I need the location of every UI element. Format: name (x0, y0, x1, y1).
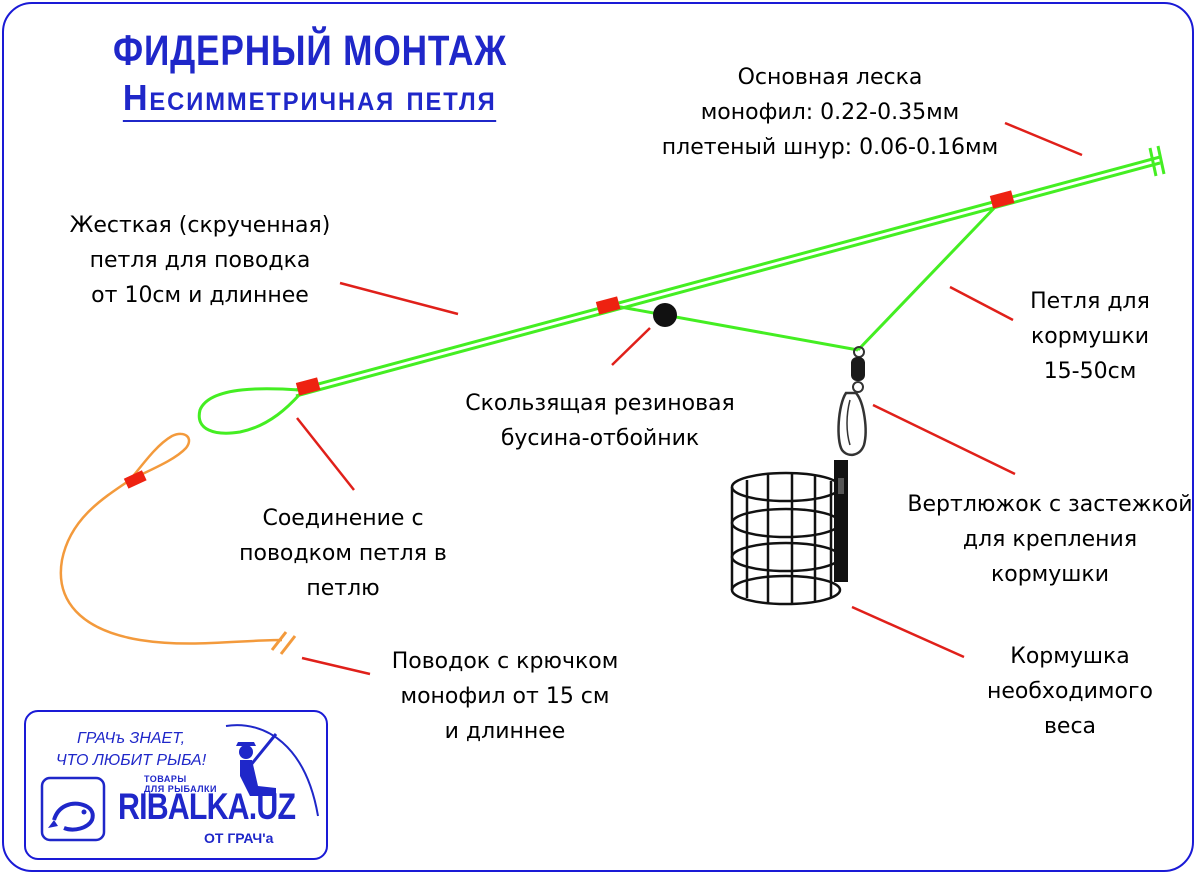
label-hooklink: Поводок с крючком монофил от 15 см и дли… (360, 644, 650, 749)
label-line: и длиннее (444, 719, 566, 744)
pointer-swivel (872, 403, 1016, 476)
pointer-lines (296, 121, 1083, 676)
label-line: бусина-отбойник (500, 426, 700, 451)
label-line: 15-50см (1043, 359, 1137, 384)
line-end-marks (1148, 145, 1166, 177)
fish-icon (40, 776, 106, 842)
slogan-line: ЧТО ЛЮБИТ РЫБА! (55, 752, 207, 769)
label-stiff-loop: Жесткая (скрученная) петля для поводка о… (50, 208, 350, 313)
small-text-line: ТОВАРЫ (144, 774, 187, 784)
label-line: кормушки (990, 562, 1110, 587)
label-line: Поводок с крючком (391, 649, 619, 674)
stopper-top (989, 190, 1015, 209)
brand-logo: ГРАЧъ ЗНАЕТ, ЧТО ЛЮБИТ РЫБА! ТОВАРЫ ДЛЯ … (24, 710, 328, 860)
rubber-bead (653, 303, 677, 327)
label-line: кормушки (1030, 324, 1150, 349)
pointer-hooklink (301, 656, 371, 676)
feeder-loop (614, 200, 1002, 352)
label-line: поводком петля в (239, 541, 447, 566)
main-line (295, 155, 1161, 398)
label-swivel: Вертлюжок с застежкой для крепления корм… (905, 487, 1195, 592)
label-line: петля для поводка (89, 248, 311, 273)
label-bead: Скользящая резиновая бусина-отбойник (440, 386, 760, 456)
label-line: веса (1043, 714, 1097, 739)
logo-small-text: ТОВАРЫ ДЛЯ РЫБАЛКИ (144, 774, 217, 794)
label-line: Петля для (1030, 289, 1150, 314)
leader-loop (197, 387, 302, 435)
poster-title: ФИДЕРНЫЙ МОНТАЖ Несимметричная петля (60, 26, 560, 122)
pointer-main-line (1004, 121, 1083, 157)
pointer-feeder-loop (949, 285, 1014, 322)
pointer-feeder (851, 605, 965, 659)
label-line: плетеный шнур: 0.06-0.16мм (661, 135, 999, 160)
small-text-line: ДЛЯ РЫБАЛКИ (144, 784, 218, 794)
label-feeder: Кормушка необходимого веса (970, 639, 1170, 744)
pointer-bead (611, 327, 651, 366)
feeder-cage (730, 460, 848, 606)
stopper-middle (595, 296, 621, 315)
label-line: Кормушка (1010, 644, 1130, 669)
label-line: от 10см и длиннее (91, 283, 309, 308)
pointer-connection (296, 417, 355, 491)
label-line: для крепления (962, 527, 1138, 552)
fisherman-icon (225, 724, 319, 817)
label-line: монофил от 15 см (400, 684, 610, 709)
label-line: Соединение с (262, 506, 424, 531)
stopper-connection (295, 377, 321, 396)
logo-from: ОТ ГРАЧ'а (204, 830, 274, 846)
label-line: Основная леска (737, 65, 923, 90)
label-line: Вертлюжок с застежкой (907, 492, 1193, 517)
label-line: Жесткая (скрученная) (69, 213, 331, 238)
title-main: ФИДЕРНЫЙ МОНТАЖ (113, 27, 507, 75)
label-line: монофил: 0.22-0.35мм (700, 100, 960, 125)
label-connection: Соединение с поводком петля в петлю (228, 501, 458, 606)
logo-slogan: ГРАЧъ ЗНАЕТ, ЧТО ЛЮБИТ РЫБА! (36, 728, 226, 772)
label-line: необходимого (986, 679, 1153, 704)
label-line: Скользящая резиновая (465, 391, 735, 416)
swivel-snap (837, 346, 867, 457)
title-sub: Несимметричная петля (123, 76, 497, 122)
label-main-line: Основная леска монофил: 0.22-0.35мм плет… (630, 60, 1030, 165)
hooklink (59, 432, 297, 655)
label-feeder-loop: Петля для кормушки 15-50см (1010, 284, 1170, 389)
pointer-stiff-loop (339, 281, 459, 316)
slogan-line: ГРАЧъ ЗНАЕТ, (76, 730, 186, 747)
logo-brand: RIBALKA.UZ (118, 786, 296, 827)
label-line: петлю (306, 576, 380, 601)
